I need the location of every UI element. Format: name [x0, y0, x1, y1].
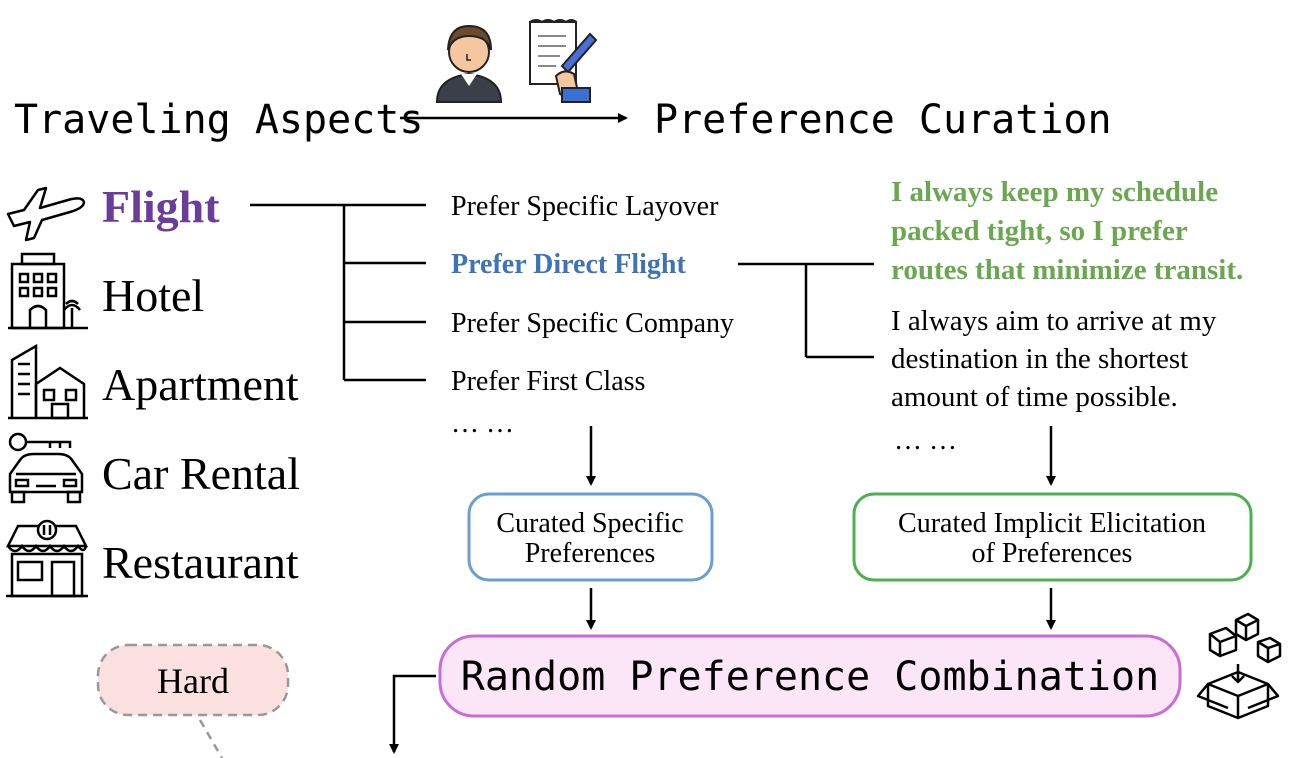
notepad-pen-icon: [529, 19, 598, 103]
curated-specific-line: Curated Specific: [496, 508, 683, 539]
hard-dashed-connector: [198, 719, 224, 758]
aspect-label-apartment: Apartment: [102, 359, 299, 410]
aspect-label-car-rental: Car Rental: [102, 448, 300, 499]
scattered-boxes-icon: [1196, 612, 1282, 720]
airplane-icon: [6, 186, 86, 242]
curated-implicit-box: Curated Implicit Elicitation of Preferen…: [852, 492, 1253, 582]
implicit-pref-line: I always aim to arrive at my: [891, 305, 1217, 337]
aspect-label-hotel: Hotel: [102, 270, 204, 321]
specific-pref-layover: Prefer Specific Layover: [451, 191, 719, 222]
implicit-pref-line: I always keep my schedule: [891, 176, 1218, 208]
curated-implicit-line: Curated Implicit Elicitation: [898, 508, 1206, 539]
implicit-pref-highlighted: I always keep my schedule packed tight, …: [891, 176, 1243, 286]
specific-pref-first-class: Prefer First Class: [451, 366, 645, 397]
curated-specific-box: Curated Specific Preferences: [467, 492, 714, 582]
implicit-pref-ellipsis: … …: [894, 425, 957, 456]
combination-output-arrow: [389, 674, 436, 754]
specific-pref-direct-flight: Prefer Direct Flight: [451, 249, 686, 280]
hard-difficulty-badge: Hard: [96, 643, 290, 717]
random-combination-box: Random Preference Combination: [438, 634, 1182, 718]
hard-label: Hard: [157, 661, 229, 701]
implicit-pref-plain: I always aim to arrive at my destination…: [891, 305, 1217, 413]
curated-specific-line: Preferences: [525, 538, 656, 569]
specific-pref-ellipsis: … …: [451, 408, 514, 439]
implicit-pref-line: packed tight, so I prefer: [891, 215, 1188, 247]
random-combination-label: Random Preference Combination: [461, 654, 1159, 700]
restaurant-storefront-icon: [5, 519, 89, 598]
flight-tree-connector: [250, 203, 426, 382]
aspect-label-restaurant: Restaurant: [102, 537, 299, 588]
preference-curation-title: Preference Curation: [654, 97, 1112, 143]
curator-person-icon: [435, 24, 503, 103]
car-key-icon: [8, 432, 84, 504]
hotel-building-icon: [8, 252, 88, 330]
traveling-aspects-title: Traveling Aspects: [14, 97, 423, 143]
aspect-label-flight: Flight: [102, 181, 220, 232]
implicit-pref-line: amount of time possible.: [891, 381, 1178, 413]
implicit-pref-line: routes that minimize transit.: [891, 254, 1243, 286]
direct-flight-connector: [738, 262, 874, 359]
curated-implicit-line: of Preferences: [972, 538, 1133, 569]
specific-pref-company: Prefer Specific Company: [451, 308, 734, 339]
implicit-pref-line: destination in the shortest: [891, 343, 1188, 375]
apartment-building-icon: [8, 343, 88, 420]
